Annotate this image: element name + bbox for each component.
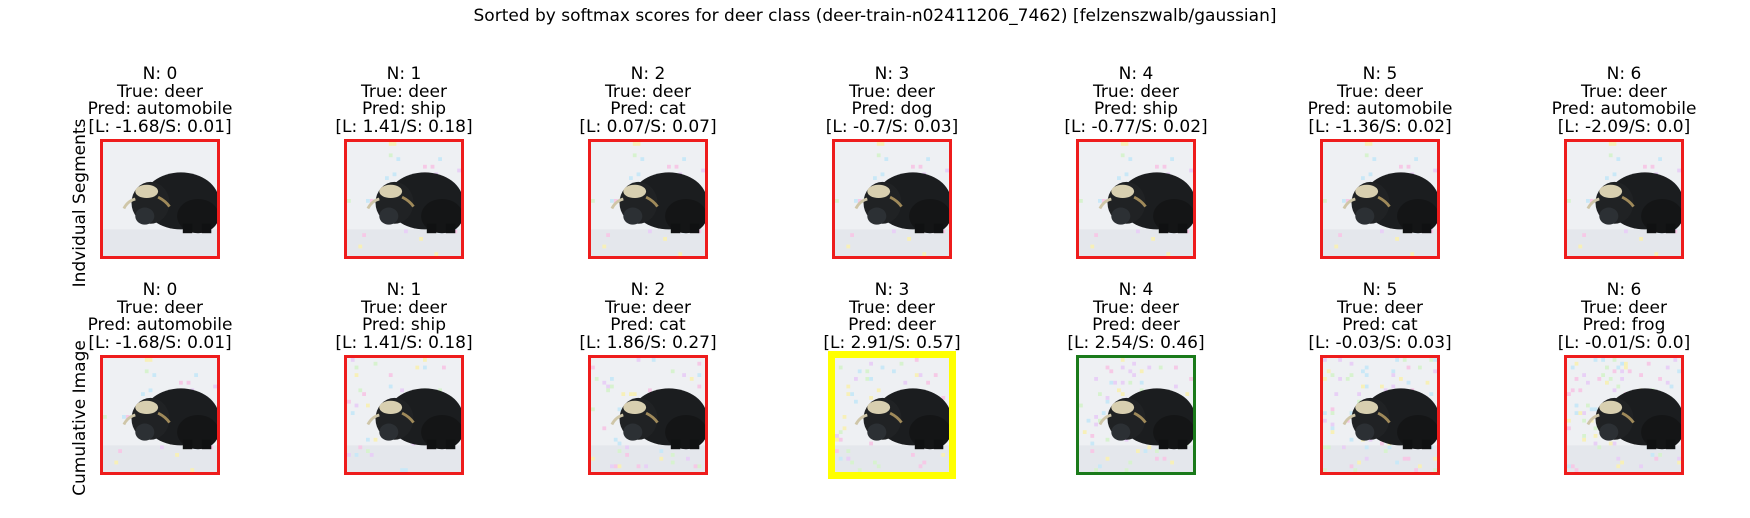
caption-true: True: deer <box>117 81 203 102</box>
caption-scores: [L: 0.07/S: 0.07] <box>579 116 717 137</box>
caption-n: N: 1 <box>386 280 422 300</box>
caption-n: N: 3 <box>874 280 910 300</box>
caption-n: N: 3 <box>874 64 910 84</box>
caption-pred: Pred: cat <box>610 315 686 335</box>
caption-n: N: 5 <box>1362 64 1398 84</box>
caption-true: True: deer <box>1581 81 1667 102</box>
caption-n: N: 0 <box>142 64 178 84</box>
caption-scores: [L: 1.41/S: 0.18] <box>335 332 473 353</box>
caption-true: True: deer <box>361 81 447 102</box>
caption-n: N: 2 <box>630 64 666 84</box>
deer-image <box>832 139 952 259</box>
caption-scores: [L: 1.41/S: 0.18] <box>335 116 473 137</box>
caption-n: N: 4 <box>1118 280 1154 300</box>
deer-image <box>828 351 956 479</box>
caption-scores: [L: 2.54/S: 0.46] <box>1067 332 1205 353</box>
caption-scores: [L: -1.68/S: 0.01] <box>88 116 232 137</box>
caption-pred: Pred: ship <box>361 315 447 335</box>
caption-true: True: deer <box>849 81 935 102</box>
caption-pred: Pred: automobile <box>1551 99 1697 119</box>
caption-n: N: 2 <box>630 280 666 300</box>
caption-true: True: deer <box>361 297 447 318</box>
caption-pred: Pred: automobile <box>1307 99 1453 119</box>
caption-n: N: 1 <box>386 64 422 84</box>
caption-scores: [L: -1.36/S: 0.02] <box>1308 116 1452 137</box>
deer-image <box>588 139 708 259</box>
deer-image <box>100 139 220 259</box>
deer-image <box>1320 139 1440 259</box>
figure-title: Sorted by softmax scores for deer class … <box>473 6 1277 26</box>
caption-n: N: 6 <box>1606 280 1642 300</box>
caption-true: True: deer <box>1581 297 1667 318</box>
caption-scores: [L: 2.91/S: 0.57] <box>823 332 961 353</box>
caption-true: True: deer <box>849 297 935 318</box>
deer-image <box>1076 355 1196 475</box>
caption-true: True: deer <box>1093 81 1179 102</box>
caption-pred: Pred: frog <box>1582 315 1666 335</box>
caption-scores: [L: -1.68/S: 0.01] <box>88 332 232 353</box>
deer-image <box>1564 139 1684 259</box>
caption-n: N: 6 <box>1606 64 1642 84</box>
caption-pred: Pred: cat <box>1342 315 1418 335</box>
caption-true: True: deer <box>1093 297 1179 318</box>
caption-pred: Pred: automobile <box>87 99 233 119</box>
caption-pred: Pred: dog <box>851 99 933 119</box>
caption-true: True: deer <box>605 297 691 318</box>
caption-pred: Pred: cat <box>610 99 686 119</box>
caption-scores: [L: -2.09/S: 0.0] <box>1557 116 1691 137</box>
caption-true: True: deer <box>605 81 691 102</box>
deer-image <box>1320 355 1440 475</box>
caption-n: N: 0 <box>142 280 178 300</box>
caption-true: True: deer <box>1337 297 1423 318</box>
deer-image <box>1076 139 1196 259</box>
caption-scores: [L: -0.01/S: 0.0] <box>1557 332 1691 353</box>
caption-pred: Pred: deer <box>1092 315 1180 335</box>
caption-pred: Pred: ship <box>1093 99 1179 119</box>
caption-scores: [L: -0.03/S: 0.03] <box>1308 332 1452 353</box>
caption-scores: [L: 1.86/S: 0.27] <box>579 332 717 353</box>
caption-scores: [L: -0.77/S: 0.02] <box>1064 116 1208 137</box>
deer-image <box>588 355 708 475</box>
deer-image <box>1564 355 1684 475</box>
deer-image <box>344 139 464 259</box>
caption-true: True: deer <box>1337 81 1423 102</box>
deer-image <box>100 355 220 475</box>
caption-scores: [L: -0.7/S: 0.03] <box>825 116 959 137</box>
caption-n: N: 4 <box>1118 64 1154 84</box>
caption-pred: Pred: deer <box>848 315 936 335</box>
caption-pred: Pred: ship <box>361 99 447 119</box>
caption-pred: Pred: automobile <box>87 315 233 335</box>
caption-true: True: deer <box>117 297 203 318</box>
caption-n: N: 5 <box>1362 280 1398 300</box>
deer-image <box>344 355 464 475</box>
